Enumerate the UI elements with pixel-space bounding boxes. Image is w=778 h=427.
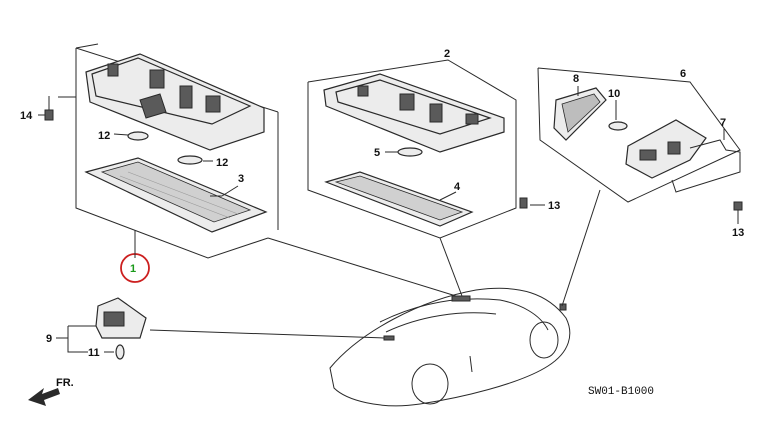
callout-4[interactable]: 4 xyxy=(454,181,461,193)
room-light-lens[interactable] xyxy=(324,171,474,227)
callout-6[interactable]: 6 xyxy=(680,68,686,80)
callout-10[interactable]: 10 xyxy=(608,88,620,100)
screw-13-center[interactable] xyxy=(519,197,528,209)
screw-14[interactable] xyxy=(44,96,54,121)
light-housing-6[interactable] xyxy=(625,119,707,179)
callout-13-center[interactable]: 13 xyxy=(548,200,560,212)
callout-9[interactable]: 9 xyxy=(46,333,52,345)
callout-2[interactable]: 2 xyxy=(444,48,450,60)
bulb-12-upper[interactable] xyxy=(127,131,149,141)
room-light-housing[interactable] xyxy=(323,73,505,153)
callout-13-right[interactable]: 13 xyxy=(732,227,744,239)
diagram-code: SW01-B1000 xyxy=(588,386,654,398)
callout-11[interactable]: 11 xyxy=(88,347,100,359)
map-light-lens[interactable] xyxy=(84,157,268,233)
vehicle-illustration xyxy=(329,287,571,407)
bulb-5[interactable] xyxy=(397,147,423,157)
bulb-11[interactable] xyxy=(115,344,125,360)
bracket-7[interactable] xyxy=(671,139,741,193)
callout-12-lower[interactable]: 12 xyxy=(216,157,228,169)
callout-7[interactable]: 7 xyxy=(720,117,726,129)
lens-8[interactable] xyxy=(553,87,607,141)
callout-3[interactable]: 3 xyxy=(238,173,244,185)
bulb-10[interactable] xyxy=(608,121,628,131)
door-lamp-9[interactable] xyxy=(95,297,147,339)
callout-8[interactable]: 8 xyxy=(573,73,579,85)
assembly-2-panel xyxy=(307,59,517,239)
callout-12-upper[interactable]: 12 xyxy=(98,130,110,142)
callout-14[interactable]: 14 xyxy=(20,110,33,122)
bulb-12-lower[interactable] xyxy=(177,155,203,165)
assembly-6-panel xyxy=(537,67,741,203)
callout-1[interactable]: 1 xyxy=(130,263,136,275)
callout-5[interactable]: 5 xyxy=(374,147,380,159)
screw-13-right[interactable] xyxy=(733,201,743,211)
front-arrow-icon xyxy=(28,388,60,406)
map-light-housing[interactable] xyxy=(85,53,265,151)
front-arrow-label: FR. xyxy=(56,377,74,389)
